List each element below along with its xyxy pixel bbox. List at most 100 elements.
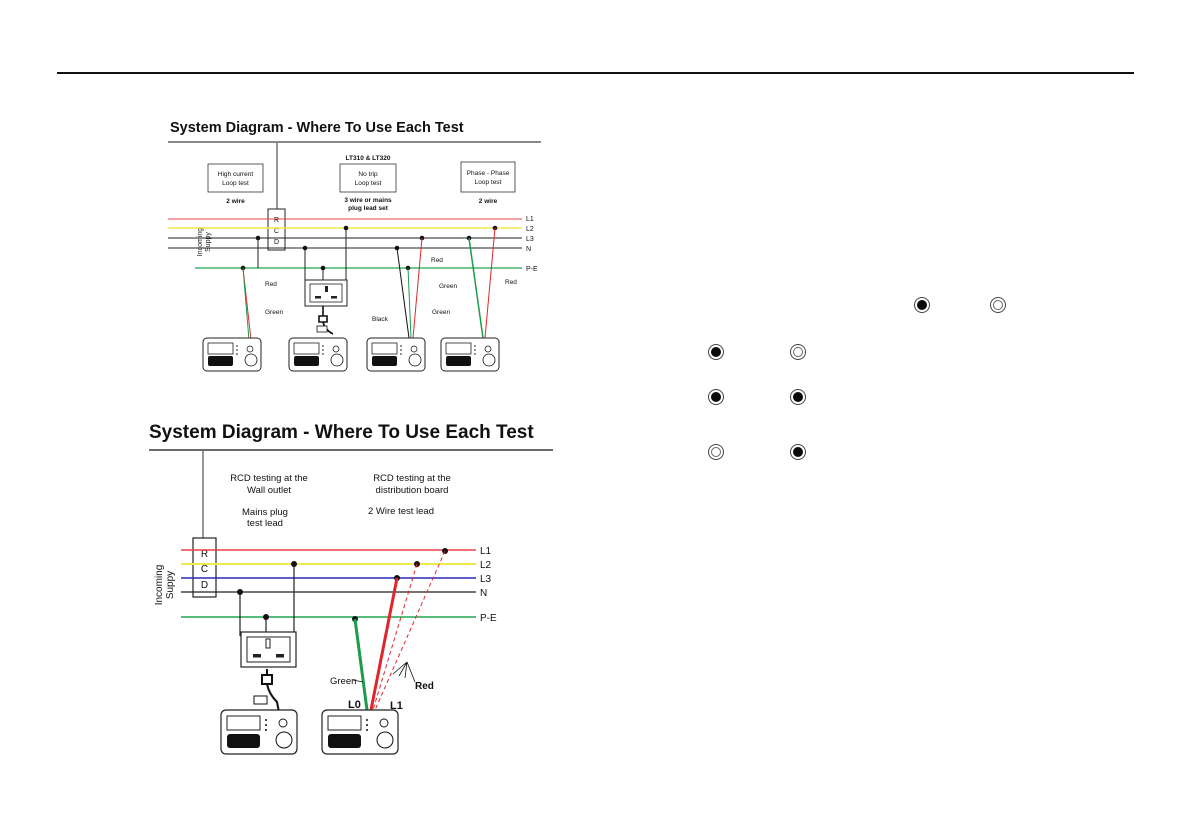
junction-dot [320, 265, 326, 271]
lead-red-solid [369, 577, 399, 711]
no-trip-label-1: No trip [358, 171, 378, 178]
diagram-1-title: System Diagram - Where To Use Each Test [170, 120, 464, 136]
rcd-letter-d: D [201, 580, 208, 591]
models-label: LT310 & LT320 [346, 155, 391, 162]
lead-green [353, 618, 369, 711]
lead-green-1 [242, 267, 250, 341]
lead-green-label: Green [330, 676, 356, 687]
wall-socket-earth-pin [265, 638, 271, 649]
lead-red-dashed-l2 [372, 563, 418, 711]
lead-green-3 [468, 237, 484, 339]
tester-unit [202, 337, 262, 372]
rcd-letter-c: C [201, 564, 208, 575]
mains-plug-icon [316, 325, 328, 333]
rcd-letter-r: R [201, 549, 208, 560]
wall-socket-pin-right [331, 296, 337, 299]
mains-plug-icon [253, 695, 268, 705]
lead-red-1-label: Red [265, 281, 277, 288]
rcd-letter-c: C [274, 228, 279, 235]
lead-red-dashed-l1 [374, 550, 446, 711]
no-trip-wire-label-1: 3 wire or mains [344, 197, 392, 204]
wall-socket-earth-pin [325, 286, 328, 292]
mains-plug-lead [261, 669, 280, 713]
junction-dot [263, 614, 269, 620]
junction-dot [255, 235, 261, 241]
system-diagram-rcd-tests: System Diagram - Where To Use Each Test … [149, 422, 553, 755]
indicator-lamp-row1-right [990, 297, 1006, 313]
indicator-lamp-row2-right [790, 344, 806, 360]
rcd-letter-d: D [274, 239, 279, 246]
no-trip-label-2: Loop test [355, 180, 382, 187]
lead-black [396, 247, 410, 339]
wall-heading-1: RCD testing at the [230, 473, 308, 484]
green-label-pointer [352, 679, 364, 683]
high-current-label-1: High current [218, 171, 254, 178]
junction-dot [492, 225, 498, 231]
lead-red-2 [412, 237, 423, 339]
lead-red-3 [484, 227, 496, 339]
high-current-wire-label: 2 wire [226, 198, 245, 205]
bus-n-label: N [480, 588, 487, 599]
phase-phase-box [460, 161, 516, 193]
bus-l2-label: L2 [526, 226, 534, 233]
dist-heading-2: distribution board [376, 485, 449, 496]
tester-unit [440, 337, 500, 372]
terminal-l0-label: L0 [348, 699, 361, 711]
incoming-label-2: Suppy [165, 571, 176, 599]
lead-green-1-label: Green [265, 309, 283, 316]
bus-n-label: N [526, 246, 531, 253]
junction-dot [237, 589, 243, 595]
phase-phase-label-1: Phase - Phase [467, 170, 510, 177]
junction-dot [291, 561, 297, 567]
no-trip-box [339, 163, 397, 193]
wall-sub-1: Mains plug [242, 507, 288, 518]
wall-heading-2: Wall outlet [247, 485, 291, 496]
junction-dot [240, 265, 246, 271]
no-trip-wire-label-2: plug lead set [348, 205, 389, 212]
high-current-box [207, 163, 264, 193]
indicator-lamp-row4-left [708, 444, 724, 460]
lead-black-label: Black [372, 316, 389, 323]
incoming-label-2: Suppy [205, 232, 212, 252]
wall-sub-2: test lead [247, 518, 283, 529]
incoming-label-1: Incoming [197, 228, 204, 257]
tester-unit [220, 709, 298, 755]
bus-l1-label: L1 [480, 546, 492, 557]
bus-l3-label: L3 [526, 236, 534, 243]
bus-l2-label: L2 [480, 560, 492, 571]
diagram-2-title: System Diagram - Where To Use Each Test [149, 422, 534, 443]
rcd-letter-r: R [274, 217, 279, 224]
lead-green-2 [407, 267, 412, 339]
tester-unit [321, 709, 399, 755]
tester-unit [366, 337, 426, 372]
bus-l1-label: L1 [526, 216, 534, 223]
junction-dot [343, 225, 349, 231]
indicator-lamp-row4-right [790, 444, 806, 460]
lead-red-2-label: Red [431, 257, 443, 264]
wall-socket-pin-right [276, 654, 284, 658]
lead-red-label: Red [415, 681, 434, 692]
bus-pe-label: P-E [480, 613, 497, 624]
bus-l3-label: L3 [480, 574, 492, 585]
wall-socket-pin-left [315, 296, 321, 299]
junction-dot [302, 245, 308, 251]
high-current-label-2: Loop test [222, 180, 249, 187]
wall-socket-pin-left [253, 654, 261, 658]
phase-phase-wire-label: 2 wire [479, 198, 498, 205]
lead-red-3-label: Red [505, 279, 517, 286]
indicator-lamp-row2-left [708, 344, 724, 360]
bus-pe-label: P-E [526, 266, 538, 273]
page-top-rule [57, 72, 1134, 74]
indicator-lamp-row3-right [790, 389, 806, 405]
phase-phase-label-2: Loop test [475, 179, 502, 186]
system-diagram-loop-tests: System Diagram - Where To Use Each Test … [168, 120, 541, 372]
lead-green-2-label: Green [432, 309, 450, 316]
indicator-lamp-row1-left [914, 297, 930, 313]
indicator-lamp-row3-left [708, 389, 724, 405]
tester-unit [288, 337, 348, 372]
dist-sub: 2 Wire test lead [368, 506, 434, 517]
incoming-label-1: Incoming [154, 565, 165, 606]
lead-green-3-label: Green [439, 283, 457, 290]
dist-heading-1: RCD testing at the [373, 473, 451, 484]
red-label-pointers [392, 661, 416, 683]
